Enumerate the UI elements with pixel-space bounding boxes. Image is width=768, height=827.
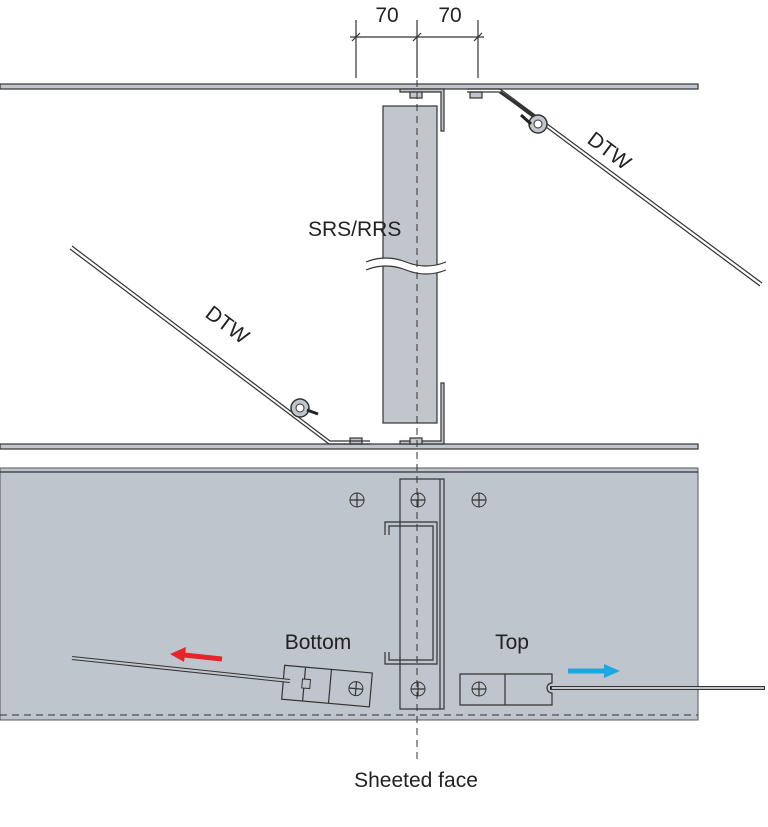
top-purlin (0, 83, 699, 90)
top-bracket (459, 673, 553, 706)
dtw-bottom-label: DTW (201, 302, 253, 349)
arrow-left-icon (170, 647, 223, 662)
sag-rod-label: SRS/RRS (308, 218, 401, 241)
screw-icon (349, 492, 365, 508)
dimension-lines (350, 20, 484, 78)
bottom-label: Bottom (285, 631, 352, 654)
dtw-top-label: DTW (583, 128, 635, 175)
sheeted-face-label: Sheeted face (354, 769, 478, 792)
screw-icon (410, 492, 426, 508)
center-strap (384, 478, 445, 710)
top-label: Top (495, 631, 529, 654)
screws (349, 492, 487, 697)
screw-icon (471, 492, 487, 508)
bottom-purlin (0, 443, 699, 450)
sag-rod (365, 105, 447, 424)
top-cleat (399, 88, 445, 132)
dtw-bottom-tie (69, 245, 370, 445)
dtw-top-tie (467, 88, 763, 287)
screw-icon (410, 681, 426, 697)
dimension-right-label: 70 (438, 4, 461, 27)
bottom-cleat (399, 382, 445, 445)
bottom-bracket (281, 664, 373, 708)
arrow-right-icon (568, 664, 620, 678)
dimension-left-label: 70 (375, 4, 398, 27)
